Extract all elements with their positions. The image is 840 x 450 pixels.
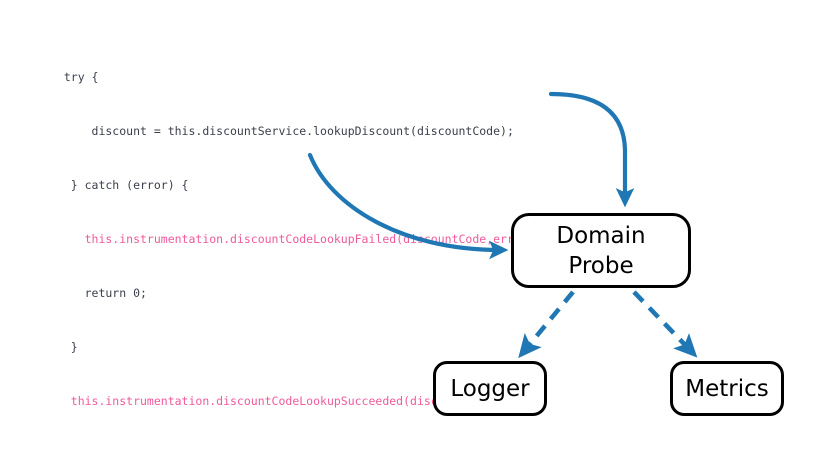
node-domain-probe[interactable]: Domain Probe	[511, 213, 691, 288]
edge-probe-to-metrics	[632, 290, 698, 358]
code-line-failed: this.instrumentation.discountCodeLookupF…	[50, 232, 542, 246]
node-metrics[interactable]: Metrics	[670, 361, 784, 416]
code-line: } catch (error) {	[50, 178, 189, 192]
edge-failed-to-probe	[548, 91, 635, 208]
code-line: try {	[50, 70, 99, 84]
node-logger[interactable]: Logger	[433, 361, 547, 416]
node-metrics-label: Metrics	[685, 375, 769, 402]
node-domain-probe-label-line1: Domain	[556, 222, 646, 249]
code-line: discount = this.discountService.lookupDi…	[50, 124, 514, 138]
code-line: }	[50, 446, 542, 450]
node-domain-probe-text: Domain Probe	[556, 221, 645, 281]
node-logger-label: Logger	[450, 375, 530, 402]
node-domain-probe-label-line2: Probe	[568, 252, 634, 279]
code-line: }	[50, 340, 78, 354]
code-line-succeeded: this.instrumentation.discountCodeLookupS…	[50, 394, 507, 408]
code-line: return 0;	[50, 286, 147, 300]
